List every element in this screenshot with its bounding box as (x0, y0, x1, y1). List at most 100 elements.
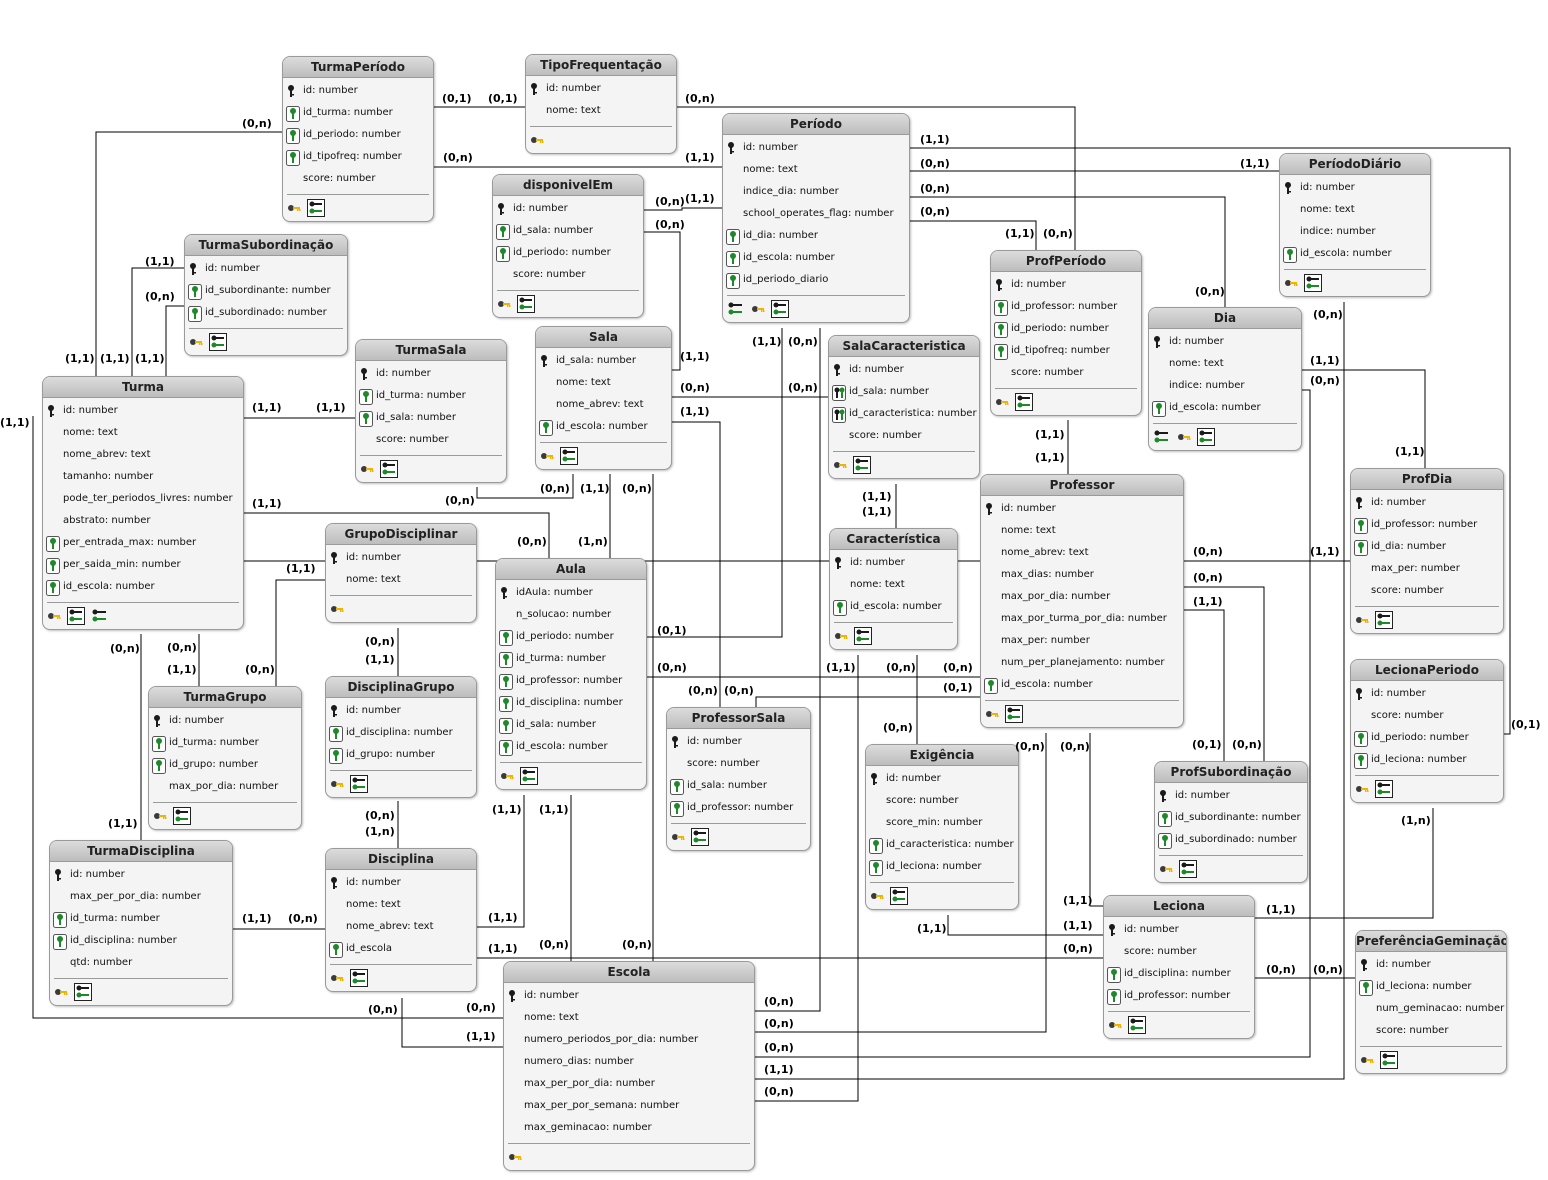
attribute-row[interactable]: id: number (1351, 492, 1503, 514)
attribute-row[interactable]: nome: text (526, 100, 676, 122)
attribute-row[interactable]: id_disciplina: number (326, 722, 476, 744)
attribute-row[interactable]: id: number (723, 137, 909, 159)
attribute-row[interactable]: id_periodo: number (493, 242, 643, 264)
attribute-row[interactable]: id_turma: number (496, 648, 646, 670)
attribute-row[interactable]: id: number (1149, 331, 1301, 353)
attribute-row[interactable]: id: number (504, 985, 754, 1007)
attribute-row[interactable]: nome: text (536, 372, 671, 394)
key-icon[interactable] (330, 777, 344, 791)
fkey-icon[interactable] (1304, 274, 1322, 292)
attribute-row[interactable]: id_grupo: number (326, 744, 476, 766)
attribute-row[interactable]: nome: text (326, 569, 476, 591)
attribute-row[interactable]: max_geminacao: number (504, 1117, 754, 1139)
attribute-row[interactable]: id: number (1155, 785, 1307, 807)
attribute-row[interactable]: numero_dias: number (504, 1051, 754, 1073)
attribute-row[interactable]: id_subordinado: number (185, 302, 347, 324)
attribute-row[interactable]: per_saida_min: number (43, 554, 243, 576)
attribute-row[interactable]: score_min: number (866, 812, 1018, 834)
key-icon[interactable] (751, 302, 765, 316)
fkey-icon[interactable] (1015, 393, 1033, 411)
attribute-row[interactable]: id_leciona: number (1351, 749, 1503, 771)
attribute-row[interactable]: nome_abrev: text (981, 542, 1183, 564)
key-icon[interactable] (153, 809, 167, 823)
attribute-row[interactable]: id_escola: number (1149, 397, 1301, 419)
fkey-icon[interactable] (67, 607, 85, 625)
attribute-row[interactable]: score: number (829, 425, 979, 447)
attribute-row[interactable]: id_escola: number (1280, 243, 1430, 265)
key-icon[interactable] (189, 335, 203, 349)
key-icon[interactable] (330, 602, 344, 616)
key-icon[interactable] (834, 629, 848, 643)
attribute-row[interactable]: qtd: number (50, 952, 232, 974)
attribute-row[interactable]: max_per_por_dia: number (50, 886, 232, 908)
attribute-row[interactable]: id_escola: number (723, 247, 909, 269)
attribute-row[interactable]: nome: text (1149, 353, 1301, 375)
attribute-row[interactable]: max_por_dia: number (149, 776, 301, 798)
fkey-icon[interactable] (1375, 611, 1393, 629)
attribute-row[interactable]: id_caracteristica: number (829, 403, 979, 425)
attribute-row[interactable]: abstrato: number (43, 510, 243, 532)
attribute-row[interactable]: id: number (1280, 177, 1430, 199)
fkey-icon[interactable] (1197, 428, 1215, 446)
key-icon[interactable] (1108, 1018, 1122, 1032)
attribute-row[interactable]: max_per_por_semana: number (504, 1095, 754, 1117)
attribute-row[interactable]: id_escola: number (981, 674, 1183, 696)
attribute-row[interactable]: id_disciplina: number (50, 930, 232, 952)
attribute-row[interactable]: indice: number (1149, 375, 1301, 397)
attribute-row[interactable]: id_periodo: number (991, 318, 1141, 340)
attribute-row[interactable]: id_disciplina: number (496, 692, 646, 714)
attribute-row[interactable]: id_periodo: number (283, 124, 433, 146)
fkey-icon[interactable] (517, 295, 535, 313)
attribute-row[interactable]: id_dia: number (1351, 536, 1503, 558)
key-icon[interactable] (530, 133, 544, 147)
fkey-icon[interactable] (1380, 1051, 1398, 1069)
attribute-row[interactable]: id_periodo: number (496, 626, 646, 648)
attribute-row[interactable]: id_periodo: number (1351, 727, 1503, 749)
attribute-row[interactable]: nome: text (43, 422, 243, 444)
attribute-row[interactable]: id_turma: number (356, 385, 506, 407)
key-icon[interactable] (47, 609, 61, 623)
attribute-row[interactable]: per_entrada_max: number (43, 532, 243, 554)
key-icon[interactable] (1360, 1053, 1374, 1067)
attribute-row[interactable]: indice_dia: number (723, 181, 909, 203)
key-icon[interactable] (500, 769, 514, 783)
fkey-icon[interactable] (74, 983, 92, 1001)
attribute-row[interactable]: id_sala: number (829, 381, 979, 403)
attribute-row[interactable]: id: number (50, 864, 232, 886)
attribute-row[interactable]: nome: text (830, 574, 957, 596)
attribute-row[interactable]: score: number (493, 264, 643, 286)
dual-key-icon[interactable] (1153, 428, 1171, 446)
fkey-icon[interactable] (691, 828, 709, 846)
key-icon[interactable] (360, 462, 374, 476)
attribute-row[interactable]: score: number (1351, 705, 1503, 727)
attribute-row[interactable]: tamanho: number (43, 466, 243, 488)
key-icon[interactable] (833, 458, 847, 472)
attribute-row[interactable]: id: number (326, 872, 476, 894)
attribute-row[interactable]: num_geminacao: number (1356, 998, 1506, 1020)
key-icon[interactable] (1355, 613, 1369, 627)
attribute-row[interactable]: id: number (283, 80, 433, 102)
attribute-row[interactable]: score: number (356, 429, 506, 451)
attribute-row[interactable]: id: number (185, 258, 347, 280)
attribute-row[interactable]: id_sala: number (536, 350, 671, 372)
fkey-icon[interactable] (173, 807, 191, 825)
attribute-row[interactable]: id: number (829, 359, 979, 381)
attribute-row[interactable]: indice: number (1280, 221, 1430, 243)
attribute-row[interactable]: nome: text (504, 1007, 754, 1029)
dual-key-icon[interactable] (727, 300, 745, 318)
attribute-row[interactable]: id: number (1356, 954, 1506, 976)
attribute-row[interactable]: score: number (1356, 1020, 1506, 1042)
attribute-row[interactable]: school_operates_flag: number (723, 203, 909, 225)
key-icon[interactable] (1355, 782, 1369, 796)
fkey-icon[interactable] (350, 969, 368, 987)
attribute-row[interactable]: id_leciona: number (866, 856, 1018, 878)
